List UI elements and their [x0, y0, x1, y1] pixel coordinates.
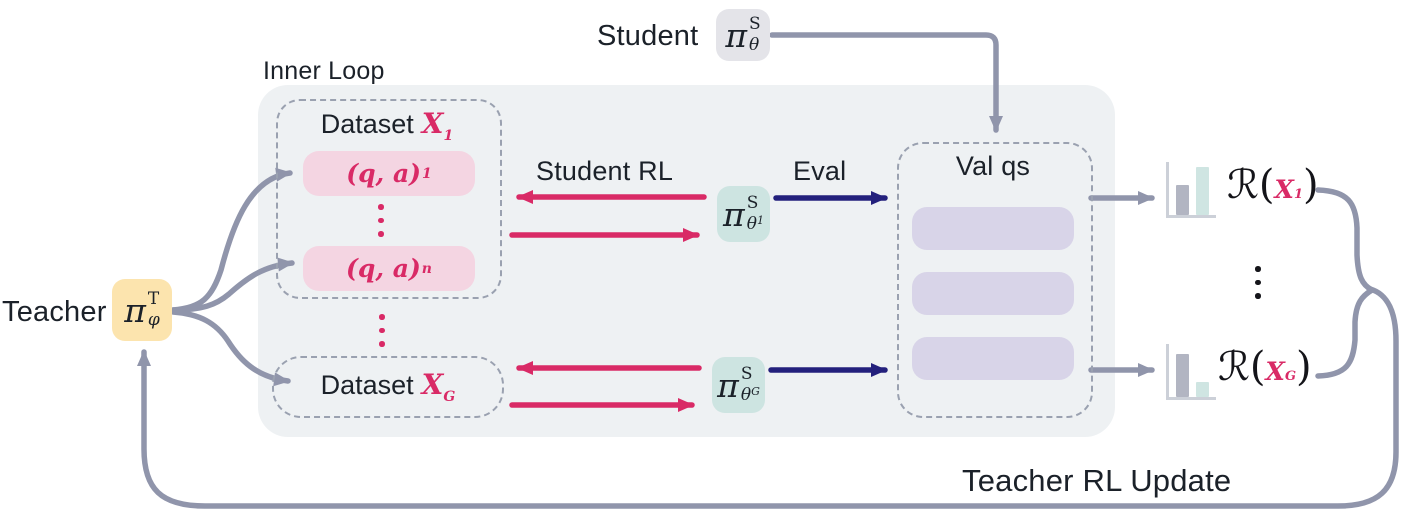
- val-question-pill: [912, 207, 1074, 250]
- student-policy-G-node: π S θG: [712, 357, 765, 413]
- arrow-student-to-valqs: [769, 32, 1003, 133]
- arrow-teacher-to-qa1: [170, 167, 293, 313]
- eval-label: Eval: [793, 156, 847, 186]
- qa-pill-1: (q, a)1: [303, 151, 475, 196]
- curve-reward1-merge: [1315, 187, 1375, 293]
- pi-symbol: π: [725, 15, 748, 55]
- dataset-G-box: Dataset XG: [272, 356, 504, 418]
- val-question-pill: [912, 272, 1074, 315]
- pi-scripts: T φ: [147, 289, 160, 330]
- pi-symbol: π: [723, 194, 745, 234]
- reward-bar-chart-icon-G: [1166, 344, 1216, 400]
- val-qs-label: Val qs: [955, 151, 1031, 181]
- dataset-1-box: [276, 99, 502, 299]
- pi-scripts: S θ: [749, 14, 761, 55]
- curve-rewardG-merge: [1315, 287, 1375, 379]
- student-policy-1-node: π S θ1: [717, 186, 770, 242]
- arrow-teacher-to-qan: [170, 257, 295, 313]
- student-label: Student: [597, 20, 699, 52]
- teacher-rl-update-label: Teacher RL Update: [962, 463, 1232, 498]
- vertical-ellipsis-icon: [378, 196, 384, 245]
- teal-bar: [1196, 382, 1209, 397]
- val-question-pill: [912, 337, 1074, 380]
- teacher-policy-node: π T φ: [112, 279, 172, 341]
- pi-symbol: π: [124, 290, 146, 330]
- pi-scripts: S θG: [740, 364, 760, 405]
- arrow-teacher-to-datasetG: [170, 309, 291, 387]
- reward-bar-chart-icon-1: [1166, 162, 1216, 218]
- pi-symbol: π: [717, 365, 739, 405]
- gray-bar: [1176, 185, 1189, 215]
- vertical-ellipsis-icon: [379, 306, 385, 355]
- gray-bar: [1176, 354, 1189, 397]
- dataset-1-label: Dataset X1: [320, 107, 454, 144]
- vertical-ellipsis-icon: [1255, 258, 1261, 307]
- inner-loop-label: Inner Loop: [263, 57, 385, 85]
- qa-pill-n: (q, a)n: [303, 246, 475, 291]
- dataset-G-label: Dataset XG: [320, 368, 456, 405]
- pi-scripts: S θ1: [746, 193, 764, 234]
- student-rl-label: Student RL: [536, 156, 674, 186]
- student-policy-node: π S θ: [716, 9, 770, 61]
- teacher-label: Teacher: [2, 296, 107, 328]
- val-qs-box: [897, 142, 1093, 418]
- curve-teacher-rl-update-return: [137, 286, 1399, 509]
- teal-bar: [1196, 167, 1209, 215]
